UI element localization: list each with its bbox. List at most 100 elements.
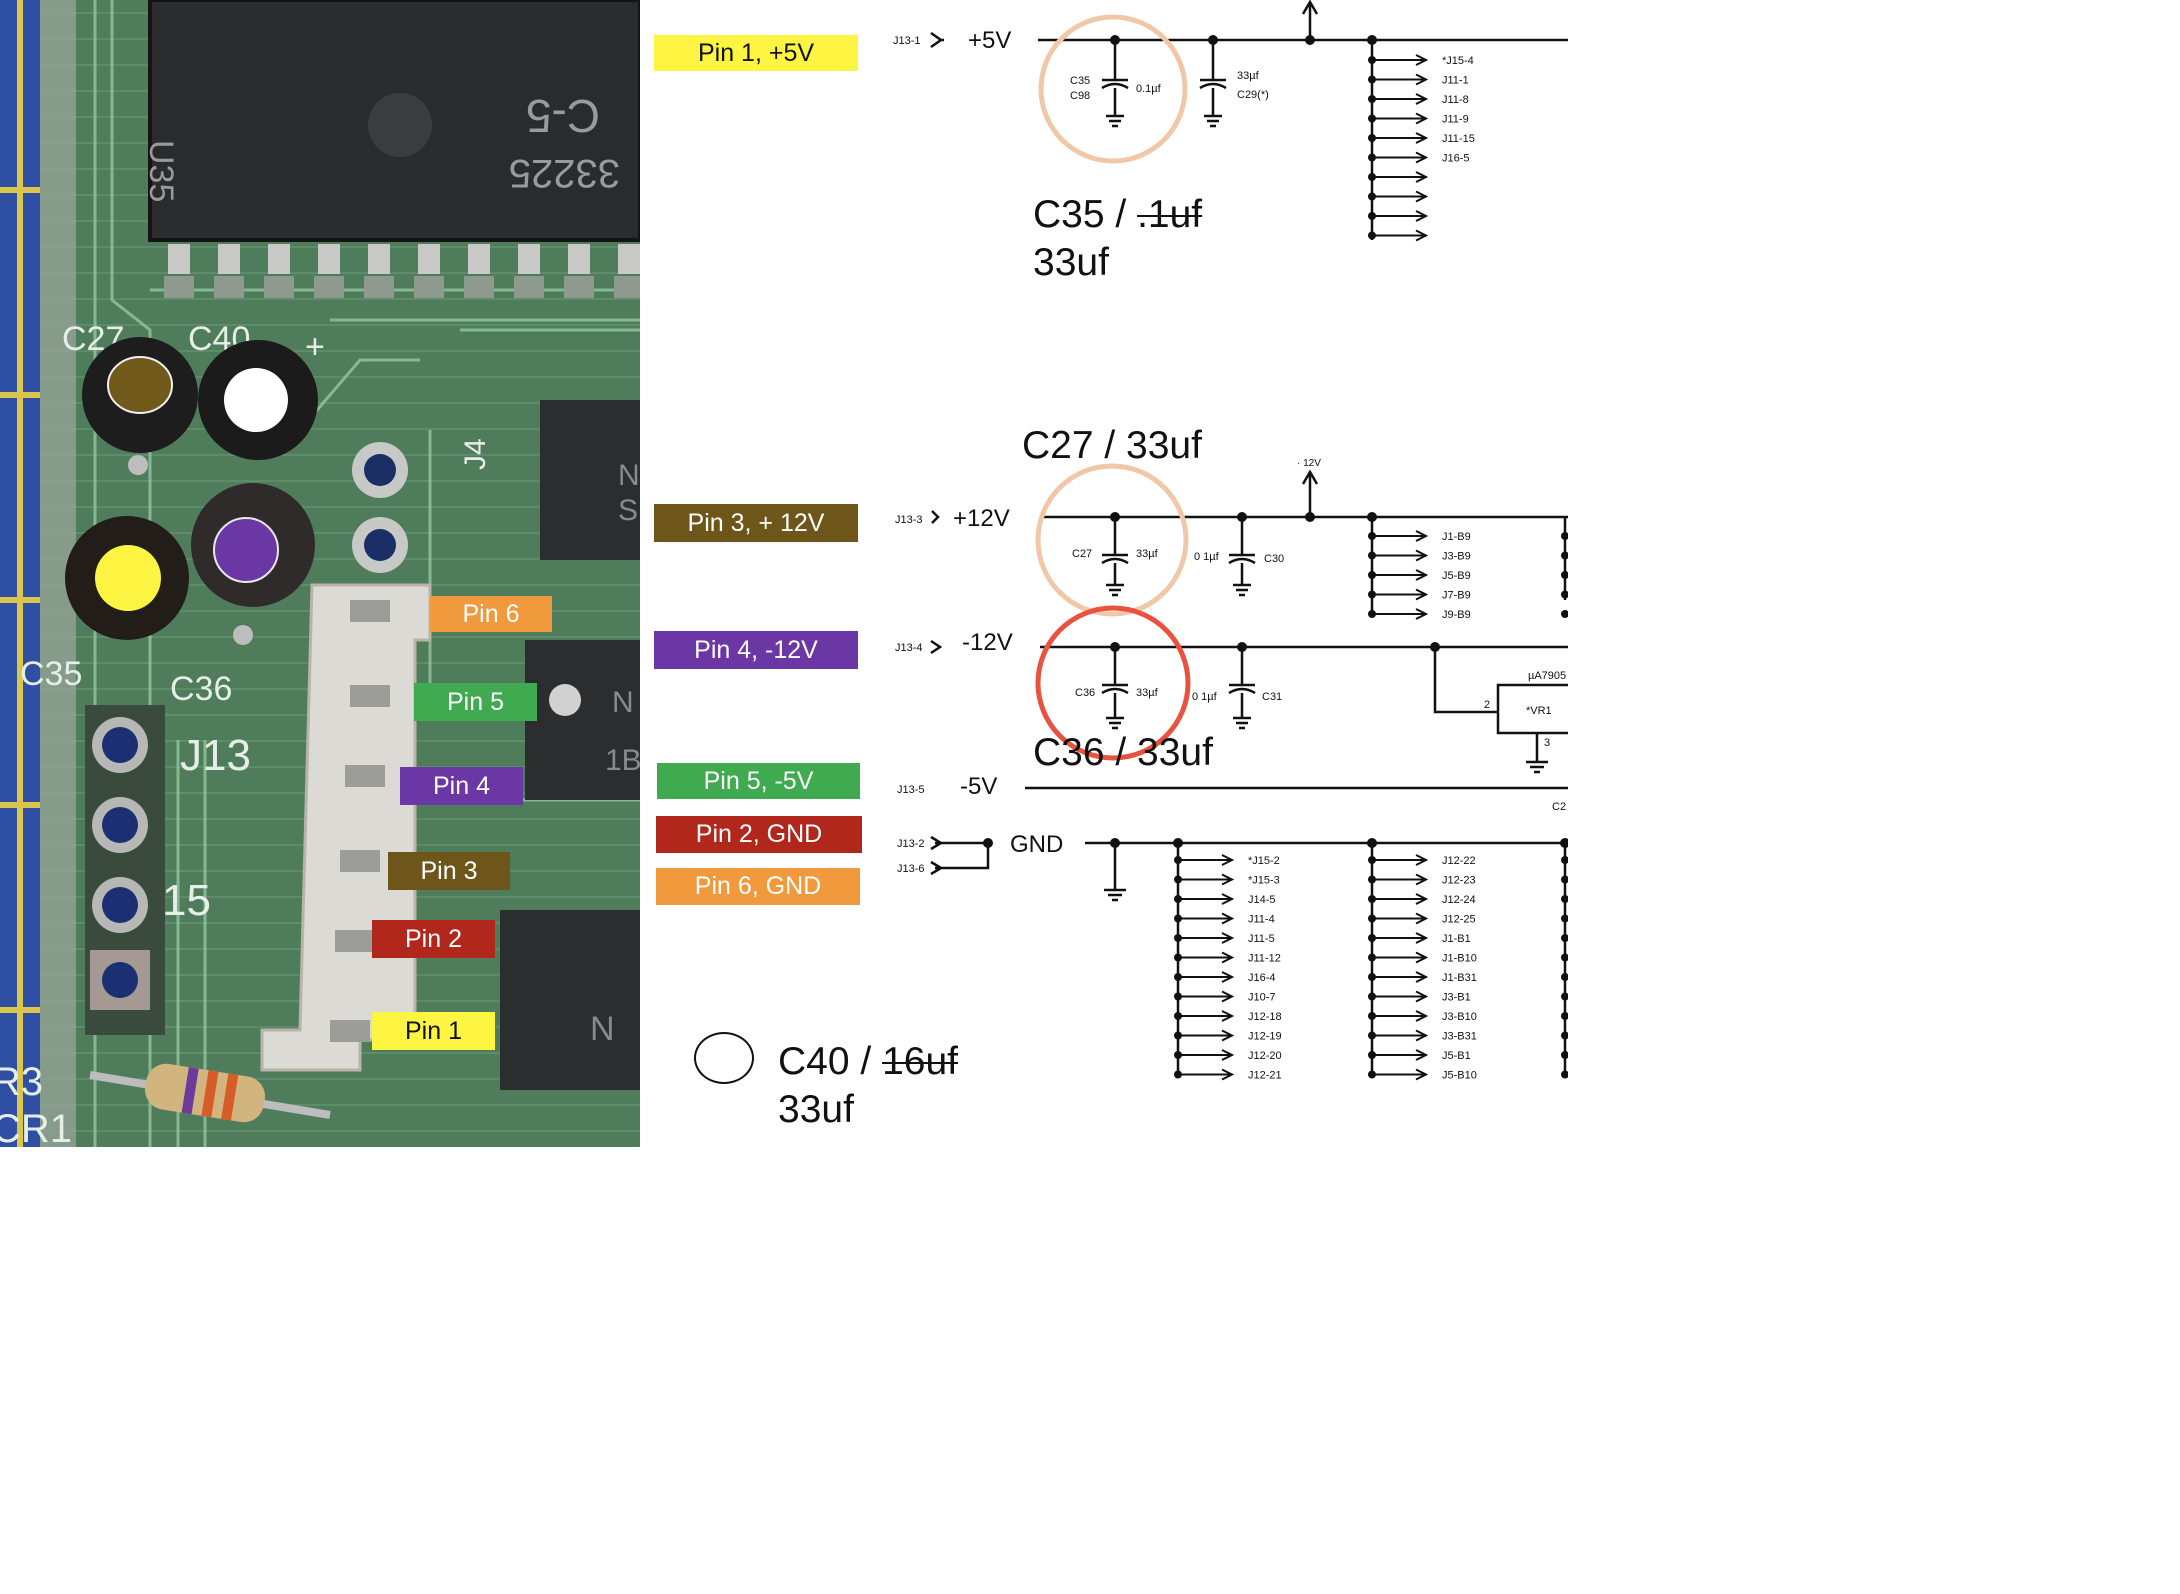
- fanout-junction: [1368, 1012, 1376, 1020]
- rail12-fanout-label: J3-B9: [1442, 551, 1471, 563]
- silk-j4: J4: [459, 438, 492, 470]
- fanout-junction: [1368, 192, 1376, 201]
- c27-highlight-ring: [1035, 463, 1189, 617]
- regulator-pin-in: 2: [1484, 699, 1490, 711]
- fanout-arrow: [1178, 990, 1235, 1003]
- chip-pad: [214, 276, 244, 298]
- pcb-pin6-label: Pin 6: [430, 596, 552, 632]
- fanout-junction: [1368, 114, 1376, 123]
- fanout-junction: [1561, 1031, 1568, 1040]
- fanout-arrow: [1178, 951, 1235, 964]
- fanout-junction: [1561, 590, 1568, 599]
- rail12-fanout-label: J9-B9: [1442, 609, 1471, 621]
- fanout-arrow: [1372, 549, 1429, 562]
- silk-c36: C36: [170, 670, 232, 708]
- fanout-arrow: [1372, 893, 1429, 905]
- fanout-arrow: [1372, 951, 1429, 964]
- via-holes: [128, 442, 408, 645]
- fanout-junction: [1561, 973, 1568, 981]
- legend-pin1: Pin 1, +5V: [654, 35, 858, 71]
- chip-u35-text: C-5: [526, 90, 600, 142]
- c40-annotation-new: 33uf: [778, 1088, 854, 1131]
- c36-annotation: C36 / 33uf: [1033, 731, 1213, 774]
- cap-c31-val: 0 1µf: [1192, 691, 1218, 703]
- rail12-fanout-label: J1-B9: [1442, 531, 1471, 543]
- fanout-arrow: [1178, 893, 1235, 905]
- volt-plus12: +12V: [953, 505, 1010, 532]
- chip-pad: [314, 276, 344, 298]
- fanout-junction: [1368, 532, 1376, 540]
- fanout-junction: [1561, 1070, 1568, 1079]
- chip-pin: [618, 244, 640, 274]
- fanout-arrow: [1372, 73, 1429, 86]
- rail5-fanout-label: J11-15: [1442, 133, 1475, 145]
- cap-c27-val: 33µf: [1136, 548, 1159, 560]
- silk-cr1: CR1: [0, 1107, 72, 1147]
- fanout-junction: [1368, 992, 1376, 1001]
- gnd-fanout-a-label: J12-19: [1248, 1031, 1282, 1043]
- chip-pin: [268, 244, 290, 274]
- fanout-junction: [1368, 914, 1376, 923]
- gnd-fanout-a-label: J11-12: [1248, 953, 1281, 965]
- fanout-arrow: [1372, 1029, 1429, 1042]
- fanout-arrow: [1178, 1049, 1235, 1061]
- chip-pin: [568, 244, 590, 274]
- rail-m5-tail: C2: [1552, 801, 1566, 813]
- fanout-junction: [1174, 875, 1182, 884]
- conn-j13-2: J13-2: [897, 838, 925, 850]
- fanout-junction: [1368, 173, 1376, 181]
- chip-pin: [418, 244, 440, 274]
- conn-j13-3: J13-3: [895, 514, 923, 526]
- c35-annotation-new: 33uf: [1033, 241, 1109, 284]
- fanout-arrow: [1372, 990, 1429, 1003]
- fanout-junction: [1174, 895, 1182, 903]
- gnd-fanout-a-label: *J15-2: [1248, 855, 1280, 867]
- chip-pad: [364, 276, 394, 298]
- resistor: R3 CR1: [0, 1060, 331, 1147]
- fanout-junction: [1368, 95, 1376, 103]
- fanout-junction: [1368, 212, 1376, 220]
- pcb-pin4-label: Pin 4: [400, 767, 523, 805]
- fanout-junction: [1561, 571, 1568, 579]
- fanout-junction: [1368, 856, 1376, 864]
- fanout-junction: [1368, 571, 1376, 579]
- fanout-arrow: [1372, 210, 1429, 222]
- conn-j13-1: J13-1: [893, 35, 921, 47]
- fanout-junction: [1561, 953, 1568, 962]
- chip-pad: [464, 276, 494, 298]
- fanout-arrow: [1372, 530, 1429, 542]
- fanout-arrow: [1372, 93, 1429, 105]
- gnd-fanout-a-label: *J15-3: [1248, 875, 1280, 887]
- cap-c30-val: 0 1µf: [1194, 551, 1220, 563]
- pcb-photo: U35 C-5 33225 C27 C40 + C35 C36 J13 J15 …: [0, 0, 640, 1147]
- chip-text-2: S: [618, 494, 638, 527]
- fanout-arrow: [1178, 932, 1235, 944]
- c35-annotation-old: .1uf: [1137, 193, 1203, 236]
- fanout-arrow: [1372, 912, 1429, 925]
- fanout-arrow: [1372, 132, 1429, 144]
- svg-text:+: +: [305, 328, 325, 366]
- silk-c35: C35: [20, 655, 82, 693]
- volt-minus12: -12V: [962, 629, 1013, 656]
- fanout-junction: [1368, 1051, 1376, 1059]
- gnd-fanout-a-label: J11-5: [1248, 933, 1275, 945]
- fanout-junction: [1368, 551, 1376, 560]
- fanout-junction: [1368, 610, 1376, 618]
- pcb-pin3-label: Pin 3: [388, 852, 510, 890]
- legend-pin3: Pin 3, + 12V: [654, 504, 858, 542]
- regulator-part: µA7905: [1528, 670, 1566, 682]
- gnd-fanout-a-label: J16-4: [1248, 972, 1276, 984]
- fanout-arrow: [1372, 1010, 1429, 1022]
- chip-pin: [168, 244, 190, 274]
- capacitor-c27: [82, 337, 198, 453]
- fanout-junction: [1368, 134, 1376, 142]
- chip-pad: [614, 276, 640, 298]
- gnd-fanout-a-label: J10-7: [1248, 992, 1276, 1004]
- cap-c29: C29(*): [1237, 89, 1269, 101]
- fanout-arrow: [1372, 1068, 1429, 1081]
- capacitor-c35: [65, 516, 189, 640]
- cap-c36: C36: [1075, 687, 1095, 699]
- regulator-ref: *VR1: [1526, 705, 1552, 717]
- conn-j13-4: J13-4: [895, 642, 923, 654]
- fanout-arrow: [1178, 1068, 1235, 1081]
